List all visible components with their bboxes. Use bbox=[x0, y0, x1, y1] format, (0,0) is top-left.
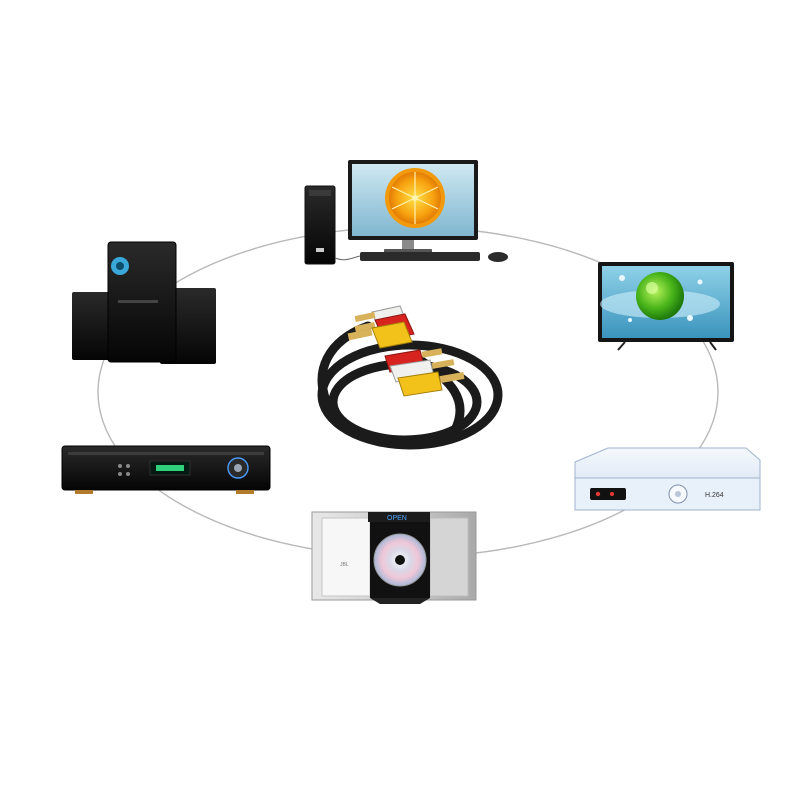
rca-plug-yellow-bottom bbox=[397, 371, 465, 397]
mouse bbox=[488, 252, 508, 262]
flat-tv bbox=[598, 262, 734, 351]
set-top-box-label: H.264 bbox=[705, 492, 724, 499]
green-apple-image bbox=[600, 272, 720, 322]
monitor bbox=[348, 160, 478, 253]
speaker-system bbox=[72, 241, 216, 364]
orange-slice-image bbox=[385, 168, 445, 228]
set-top-box: H.264 bbox=[574, 447, 761, 511]
av-receiver bbox=[61, 445, 271, 494]
rca-plug-yellow-top bbox=[347, 321, 413, 349]
pc-tower bbox=[304, 185, 336, 265]
rca-cable bbox=[317, 305, 503, 450]
speaker-brand: JBL bbox=[340, 562, 349, 568]
keyboard bbox=[360, 252, 480, 261]
cd-player: JBL OPEN bbox=[311, 511, 477, 604]
desktop-computer bbox=[304, 160, 508, 265]
cd-display-text: OPEN bbox=[387, 515, 407, 522]
